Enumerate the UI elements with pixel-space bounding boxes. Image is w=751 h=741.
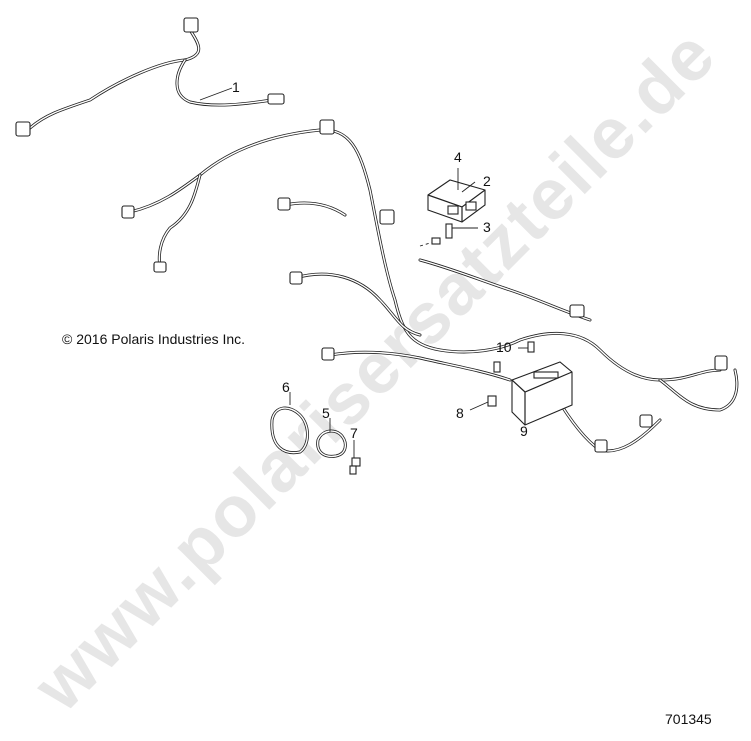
document-number: 701345 xyxy=(665,711,712,727)
seal-part-6 xyxy=(270,406,309,455)
control-module-part-2 xyxy=(427,179,486,223)
seal-part-5 xyxy=(316,429,347,458)
callout-1: 1 xyxy=(232,79,240,95)
fastener-part-3 xyxy=(419,223,453,247)
main-harness xyxy=(121,119,739,453)
callout-6: 6 xyxy=(282,379,290,395)
fastener-part-10 xyxy=(493,341,535,373)
screw-part-7 xyxy=(349,457,361,475)
callout-10: 10 xyxy=(496,339,512,355)
callout-7: 7 xyxy=(350,425,358,441)
callout-4: 4 xyxy=(454,149,462,165)
copyright-notice: © 2016 Polaris Industries Inc. xyxy=(62,331,246,347)
callout-9: 9 xyxy=(520,423,528,439)
callout-3: 3 xyxy=(483,219,491,235)
callout-2: 2 xyxy=(483,173,491,189)
harness-part-1 xyxy=(15,17,285,137)
leader-lines xyxy=(199,87,528,458)
bracket-part-9 xyxy=(511,361,573,426)
callout-5: 5 xyxy=(322,405,330,421)
fastener-part-8 xyxy=(487,395,497,407)
callout-8: 8 xyxy=(456,405,464,421)
